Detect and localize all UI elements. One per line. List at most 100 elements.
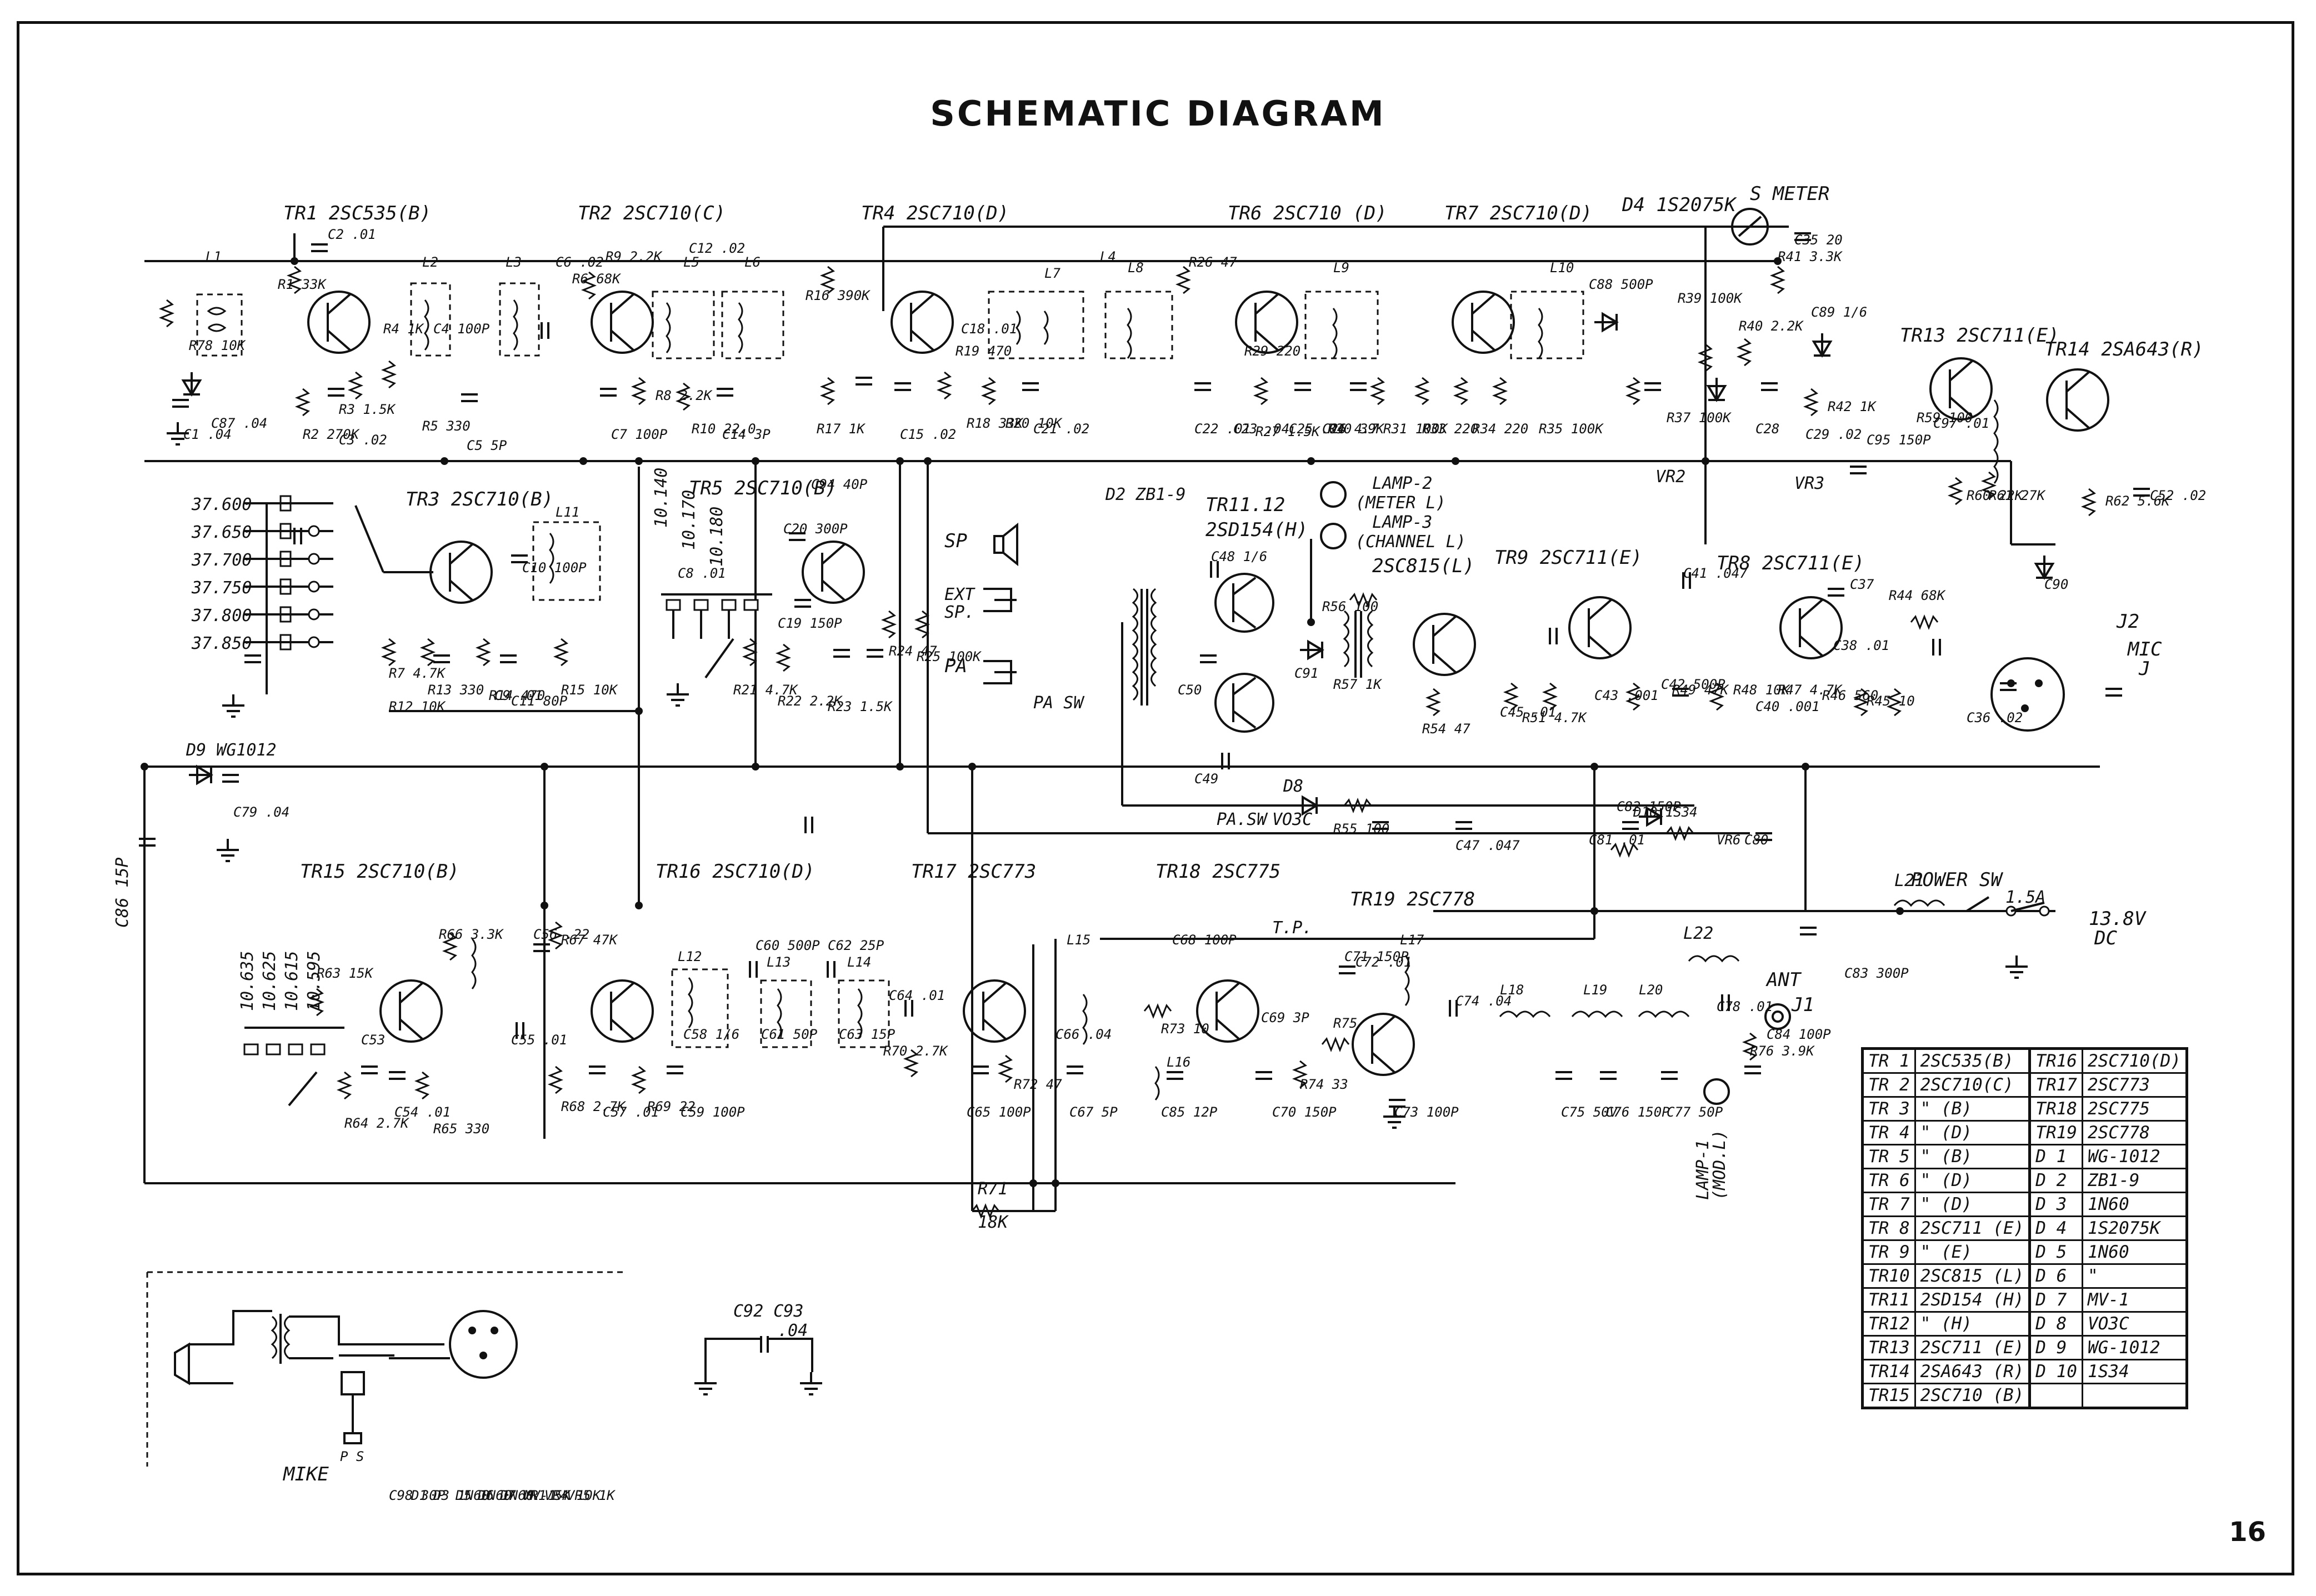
component-label: R47 4.7K xyxy=(1778,682,1843,698)
component-label: C55 .01 xyxy=(511,1032,567,1048)
xtal-37700: 37.700 xyxy=(191,551,252,570)
parts-table-cell: D 2 xyxy=(2028,1168,2083,1193)
parts-table-cell: 2SA643 (R) xyxy=(1914,1359,2031,1384)
transistor-tr8 xyxy=(1779,596,1843,659)
parts-table-cell: 2SC711 (E) xyxy=(1914,1335,2031,1360)
parts-table-cell: 1S2075K xyxy=(2081,1215,2188,1241)
ant-label: ANT xyxy=(1765,969,1802,991)
parts-table-cell: " (B) xyxy=(1914,1096,2031,1122)
component-label: C89 1/6 xyxy=(1811,304,1867,320)
component-label: R70 2.7K xyxy=(883,1043,948,1059)
parts-table-cell: 2SC711 (E) xyxy=(1914,1215,2031,1241)
component-label: C84 100P xyxy=(1767,1027,1831,1042)
parts-table-cell: 1S34 xyxy=(2081,1359,2188,1384)
c93-value: .04 xyxy=(778,1321,808,1340)
junction-dots xyxy=(141,257,1904,1187)
d10-label: D10 1S34 xyxy=(1633,804,1698,820)
lamp-2 xyxy=(1320,481,1347,549)
tr14-label: TR14 2SA643(R) xyxy=(2044,338,2204,361)
parts-table-cell: TR13 xyxy=(1862,1335,1916,1360)
component-label: C4 100P xyxy=(433,321,490,337)
component-label: C49 xyxy=(1194,771,1218,787)
component-label: L7 xyxy=(1044,266,1061,281)
parts-table-cell: TR12 xyxy=(1862,1311,1916,1337)
component-label: R14 470 xyxy=(489,688,545,703)
tr16-label: TR16 2SC710(D) xyxy=(656,860,815,883)
component-label: C22 .01 xyxy=(1194,421,1250,437)
component-label: C53 xyxy=(361,1032,385,1048)
mod-l-label: (MOD.L) xyxy=(1710,1130,1729,1200)
component-label: C15 .02 xyxy=(900,427,956,442)
power-switch xyxy=(1833,896,2055,917)
transistor-tr5 xyxy=(802,541,865,604)
component-label: R57 1K xyxy=(1333,677,1382,692)
component-label: C72 .01 xyxy=(1355,954,1412,970)
j1-label: J1 xyxy=(1791,994,1814,1016)
component-label: C23 .04 xyxy=(1233,421,1289,437)
transistor-tr15 xyxy=(379,979,443,1043)
transistor-tr13 xyxy=(1929,357,1993,421)
d4-label: D4 1S2075K xyxy=(1622,194,1737,216)
tr11-12-label: TR11.12 xyxy=(1205,494,1285,516)
parts-table-cell: TR 1 xyxy=(1862,1048,1916,1074)
component-label: R3 1.5K xyxy=(339,402,396,417)
component-label: R22 2.2K xyxy=(778,693,843,709)
component-label: C2 .01 xyxy=(328,227,376,242)
transistor-label-group: TR1 2SC535(B) TR2 2SC710(C) TR4 2SC710(D… xyxy=(283,202,2204,910)
power-sw-label: POWER SW xyxy=(1911,869,2003,891)
component-label: R19 470 xyxy=(956,343,1012,359)
r71-label: R71 xyxy=(978,1179,1008,1199)
component-label: R42 1K xyxy=(1828,399,1877,414)
component-label: L18 xyxy=(1500,982,1524,998)
parts-table-cell: 2SC773 xyxy=(2081,1072,2188,1098)
parts-table-cell: " (D) xyxy=(1914,1192,2031,1217)
crystal-bank-mid xyxy=(661,593,772,679)
component-label: R49 47K xyxy=(1672,682,1729,698)
component-label: C81 .01 xyxy=(1589,832,1645,848)
misc-labels: D4 1S2075K S METER LAMP-2 (METER L) LAMP… xyxy=(113,183,2162,1485)
component-label: C37 xyxy=(1850,577,1874,592)
parts-table-cell: 2SC775 xyxy=(2081,1096,2188,1122)
component-label: C69 3P xyxy=(1261,1010,1309,1025)
component-label: R23 1.5K xyxy=(828,699,893,714)
parts-table-cell: D 9 xyxy=(2028,1335,2083,1360)
component-label: C45 .01 xyxy=(1500,704,1556,720)
ext-sp-jack xyxy=(983,588,1017,612)
l22-label: L22 xyxy=(1683,924,1713,943)
component-label: R26 47 xyxy=(1189,254,1237,270)
transistor-tr11 xyxy=(1214,573,1274,633)
component-label: C10 100P xyxy=(522,560,587,576)
component-label: R37 100K xyxy=(1667,410,1732,426)
d8-label: D8 xyxy=(1283,777,1303,796)
component-label: R16 390K xyxy=(806,288,871,303)
component-label: C25 .04 xyxy=(1289,421,1345,437)
tr8-label: TR8 2SC711(E) xyxy=(1717,552,1864,574)
component-label: R60 22K xyxy=(1967,488,2024,503)
parts-table-cell: 2SD154 (H) xyxy=(1914,1287,2031,1313)
xtal-10625: 10.625 xyxy=(260,951,279,1011)
dc-label: DC xyxy=(2094,927,2117,949)
parts-table-cell: D 7 xyxy=(2028,1287,2083,1313)
component-label: R13 330 xyxy=(428,682,484,698)
vo3c-label: VO3C xyxy=(1272,810,1312,829)
component-label: R44 68K xyxy=(1889,588,1946,603)
component-label: C73 100P xyxy=(1394,1104,1459,1120)
component-label: C43 .001 xyxy=(1594,688,1659,703)
parts-table-cell: D 3 xyxy=(2028,1192,2083,1217)
component-label: L1 xyxy=(206,249,222,264)
pa-jack xyxy=(983,660,1017,684)
r71-value: 18K xyxy=(978,1213,1009,1232)
component-label: C80 xyxy=(1744,832,1768,848)
component-label: R66 3.3K xyxy=(439,927,504,942)
diodes xyxy=(181,312,2055,827)
transistor-tr12 xyxy=(1214,673,1274,733)
component-label: C57 .01 xyxy=(603,1104,659,1120)
parts-table-cell: WG-1012 xyxy=(2081,1144,2188,1169)
l21-label: L21 xyxy=(1894,871,1924,890)
